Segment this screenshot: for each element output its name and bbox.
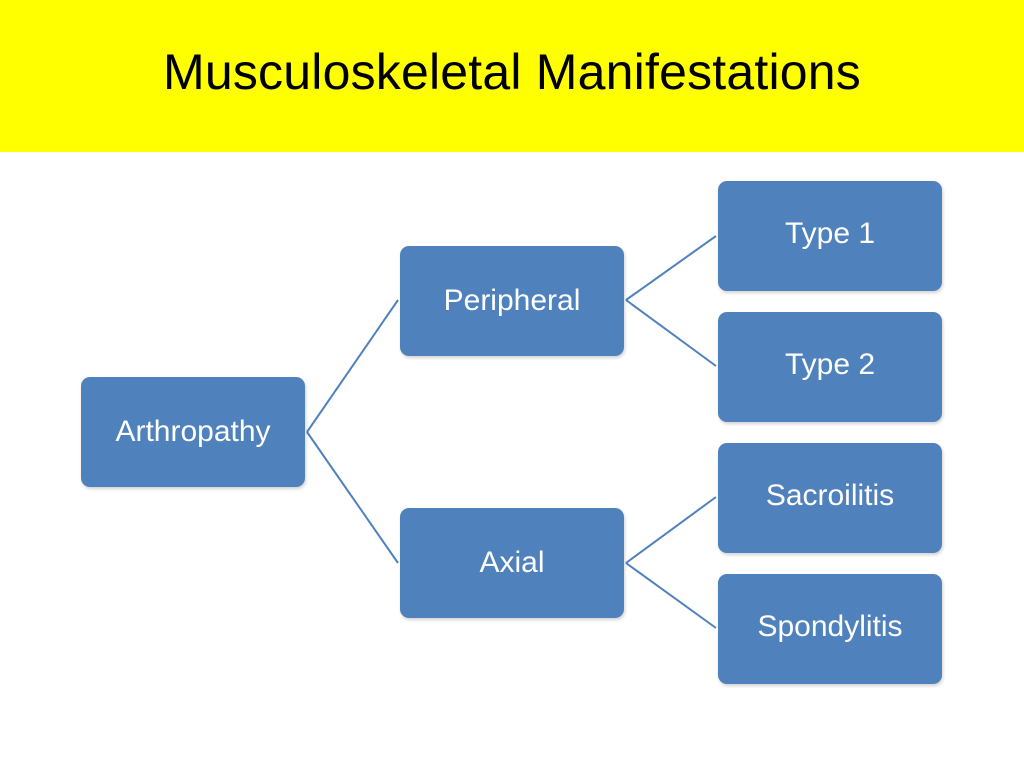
node-peripheral: Peripheral bbox=[400, 246, 624, 356]
node-label: Peripheral bbox=[443, 284, 581, 317]
connector-axial-sacroilitis bbox=[625, 496, 717, 564]
node-label: Arthropathy bbox=[115, 415, 271, 448]
node-label: Type 2 bbox=[784, 348, 876, 381]
connector-peripheral-type1 bbox=[625, 235, 717, 301]
node-label: Type 1 bbox=[784, 217, 876, 250]
node-type-1: Type 1 bbox=[718, 181, 942, 291]
connector-peripheral-type2 bbox=[625, 299, 717, 367]
connector-arthropathy-axial bbox=[306, 431, 399, 564]
node-spondylitis: Spondylitis bbox=[718, 574, 942, 684]
node-label: Sacroilitis bbox=[765, 479, 895, 512]
node-sacroilitis: Sacroilitis bbox=[718, 443, 942, 553]
node-axial: Axial bbox=[400, 508, 624, 618]
slide-title: Musculoskeletal Manifestations bbox=[163, 44, 861, 100]
title-band: Musculoskeletal Manifestations bbox=[0, 0, 1024, 152]
node-label: Spondylitis bbox=[757, 610, 903, 643]
connector-axial-spondylitis bbox=[625, 562, 717, 629]
node-label: Axial bbox=[479, 546, 545, 579]
node-arthropathy: Arthropathy bbox=[81, 377, 305, 487]
connector-arthropathy-peripheral bbox=[306, 299, 399, 433]
node-type-2: Type 2 bbox=[718, 312, 942, 422]
